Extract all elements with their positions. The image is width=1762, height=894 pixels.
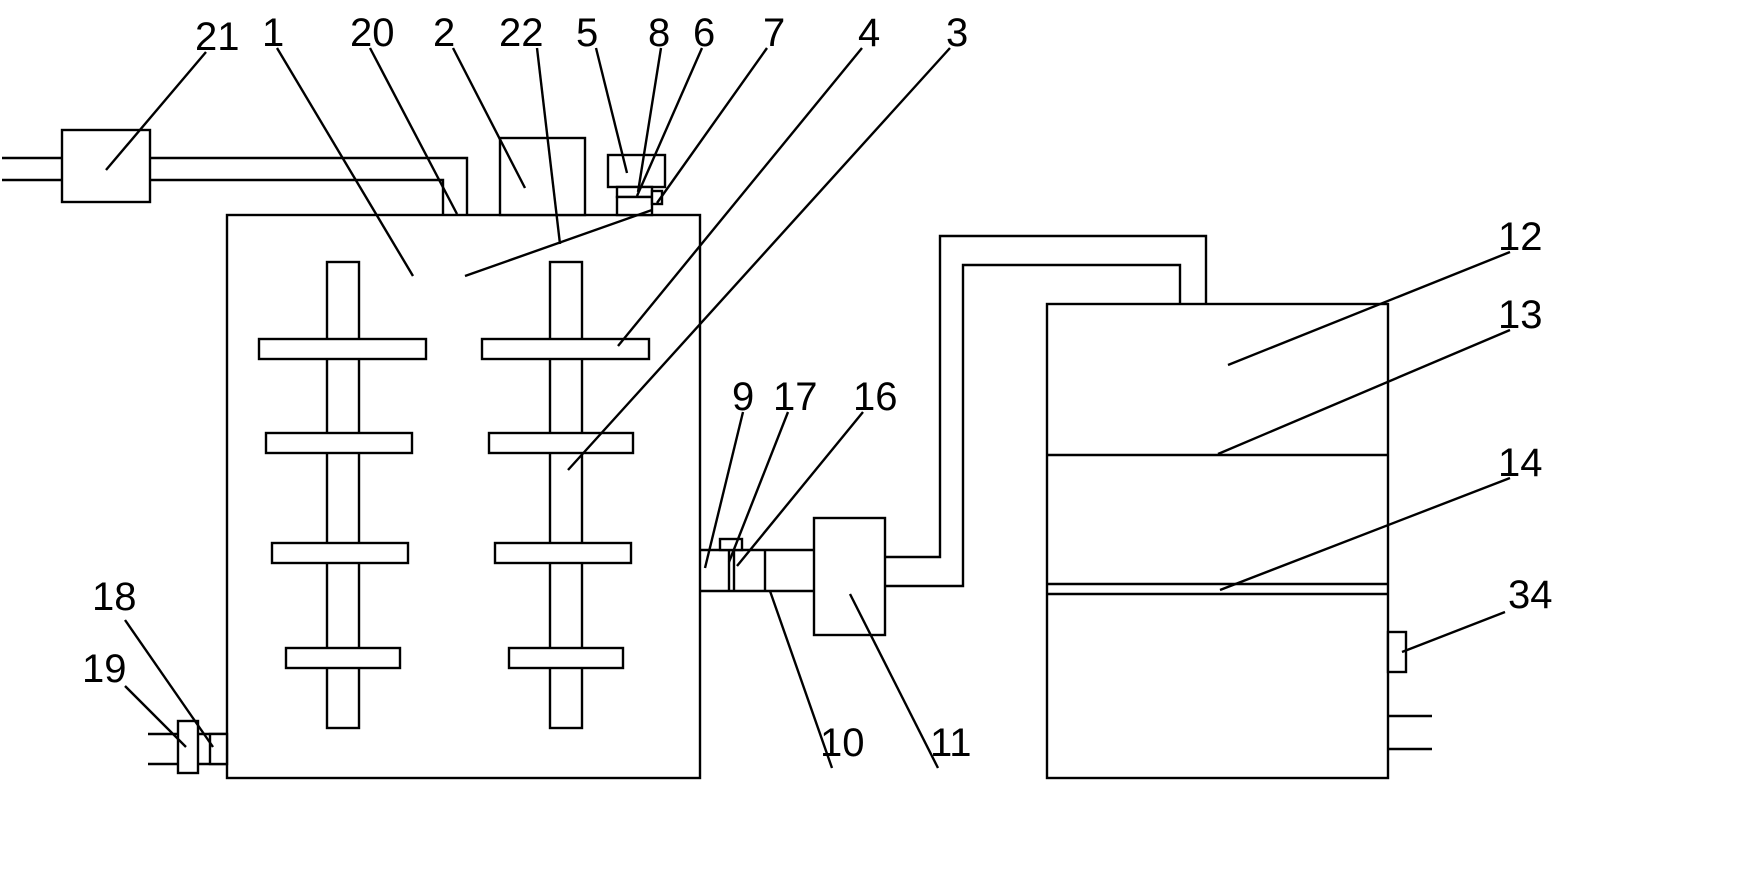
label-7: 7 [763,11,785,55]
outlet-pipe [1388,714,1432,751]
label-34: 34 [1508,573,1553,617]
leader-lines [105,47,1511,769]
label-10: 10 [820,721,865,765]
label-5: 5 [576,11,598,55]
reference-numerals: 21 1 20 2 22 5 8 6 7 4 3 9 17 16 10 11 1… [82,11,1553,765]
left-blade [257,337,428,361]
label-6: 6 [693,11,715,55]
label-3: 3 [946,11,968,55]
right-blade [487,431,635,455]
left-blade [270,541,410,565]
inlet-unit-21 [60,128,152,204]
label-13: 13 [1498,293,1543,337]
drain-fitting-18 [208,732,229,766]
label-20: 20 [350,11,395,55]
top-motor-2 [498,136,587,217]
left-stirrer [257,260,428,730]
sensor-34 [1386,630,1408,674]
label-1: 1 [262,11,284,55]
label-4: 4 [858,11,880,55]
left-blade [284,646,402,670]
label-14: 14 [1498,441,1543,485]
label-9: 9 [732,375,754,419]
inlet-pipe [2,156,469,215]
main-tank [225,213,702,780]
label-2: 2 [433,11,455,55]
label-18: 18 [92,575,137,619]
top-motor-5 [606,153,667,189]
label-11: 11 [930,721,972,765]
label-19: 19 [82,647,127,691]
pump-11 [812,516,887,637]
label-17: 17 [773,375,818,419]
transfer-pipe [700,537,814,593]
right-stirrer [480,260,651,730]
label-22: 22 [499,11,544,55]
label-21: 21 [195,15,240,59]
label-12: 12 [1498,215,1543,259]
right-blade [493,541,633,565]
right-blade [507,646,625,670]
drain-valve-19 [176,719,200,775]
label-8: 8 [648,11,670,55]
valve-handle-17 [718,537,744,552]
label-16: 16 [853,375,898,419]
right-blade [480,337,651,361]
left-blade [264,431,414,455]
riser-pipe [885,234,1208,588]
drain-pipe [148,719,229,775]
coupling-8 [615,185,654,199]
settling-tank [1045,302,1390,780]
